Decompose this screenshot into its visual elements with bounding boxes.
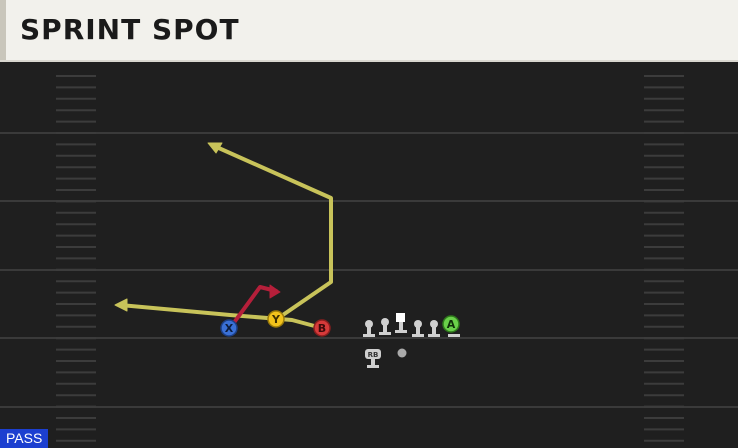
player-x-label: X <box>225 322 234 335</box>
player-a[interactable]: A <box>442 315 460 333</box>
player-y[interactable]: Y <box>267 310 285 328</box>
route-y <box>210 143 333 321</box>
player-a-label: A <box>447 318 456 331</box>
yard-lines <box>0 132 738 408</box>
lineman-icon <box>379 318 391 335</box>
route-b <box>118 303 324 330</box>
play-type-badge: PASS <box>0 429 49 448</box>
hash-marks <box>56 75 684 442</box>
header-accent-bar <box>0 0 6 60</box>
route-b-arrowhead <box>114 298 128 312</box>
lineman-icon <box>448 334 460 337</box>
center-icon <box>395 313 407 333</box>
lineman-icon <box>363 320 375 337</box>
player-b-label: B <box>318 322 326 335</box>
quarterback-icon <box>397 348 407 358</box>
routes <box>114 142 333 330</box>
play-field: RB X Y B A <box>0 75 738 442</box>
offensive-line <box>363 313 460 337</box>
player-y-label: Y <box>271 313 281 326</box>
play-title: SPRINT SPOT <box>20 13 240 46</box>
route-x-arrowhead <box>269 284 281 299</box>
lineman-icon <box>412 320 424 337</box>
lineman-icon <box>428 320 440 337</box>
player-x[interactable]: X <box>220 319 238 337</box>
player-rb[interactable]: RB <box>365 349 381 368</box>
play-header: SPRINT SPOT <box>0 0 738 60</box>
player-b[interactable]: B <box>313 319 331 337</box>
route-y-arrowhead <box>207 142 223 154</box>
player-rb-label: RB <box>368 351 379 359</box>
